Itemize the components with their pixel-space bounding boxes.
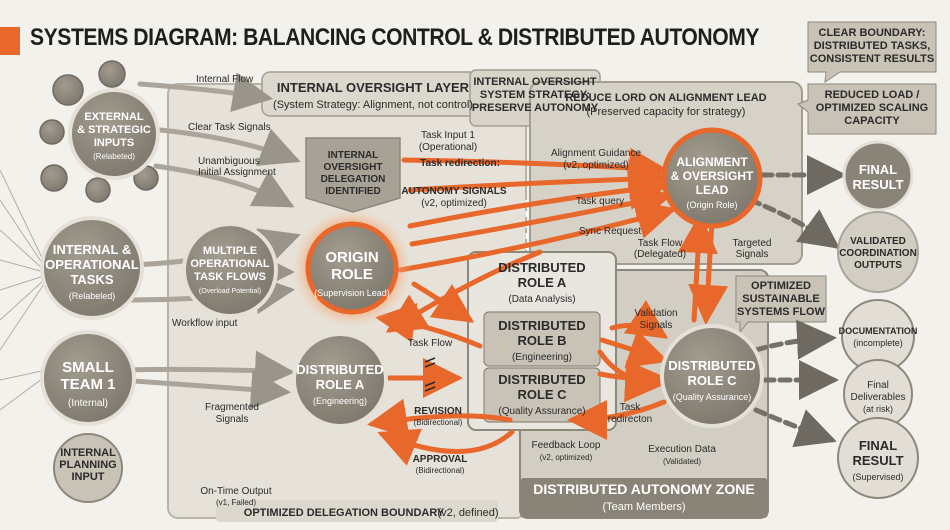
node-shapes bbox=[40, 88, 919, 503]
documentation-label: DOCUMENTATION(incomplete) bbox=[839, 326, 918, 348]
satellite-circles bbox=[39, 60, 159, 203]
flow-approval: APPROVAL(Bidirectional) bbox=[413, 454, 468, 475]
internal-tasks-node bbox=[40, 216, 144, 320]
flow-task-flow: Task Flow bbox=[408, 338, 453, 349]
title-accent-bar bbox=[0, 27, 20, 55]
delegation-boundary-bar bbox=[216, 500, 498, 522]
final-result-top-node bbox=[842, 140, 914, 212]
distributed-role-c-node bbox=[660, 324, 764, 428]
alignment-lead-node bbox=[661, 127, 763, 229]
callouts bbox=[735, 21, 937, 334]
alignment-panel-title: REDUCE LORD ON ALIGNMENT LEAD bbox=[565, 92, 766, 104]
orange-flows bbox=[367, 147, 729, 466]
flow-workflow-input: Workflow input bbox=[172, 318, 238, 329]
page-title: SYSTEMS DIAGRAM: BALANCING CONTROL & DIS… bbox=[30, 24, 759, 52]
flow-revision: REVISION(Bidirectional) bbox=[414, 406, 463, 427]
internal-planning-node bbox=[53, 433, 123, 503]
flow-task-query: Task query bbox=[576, 196, 624, 207]
validated-outputs-node bbox=[837, 211, 919, 293]
small-team-node bbox=[40, 330, 136, 426]
distributed-role-a-node bbox=[292, 332, 388, 428]
flow-autonomy-signals: AUTONOMY SIGNALS(v2, optimized) bbox=[401, 186, 507, 209]
flow-execution-data: Execution Data(Validated) bbox=[648, 444, 716, 466]
flow-sync-request: Sync Request bbox=[579, 226, 641, 237]
delegation-identified-shape bbox=[305, 137, 401, 213]
oversight-layer-title: INTERNAL OVERSIGHT LAYER bbox=[277, 80, 470, 95]
redirection-marks bbox=[424, 357, 436, 392]
autonomy-zone-subtitle: (Team Members) bbox=[602, 501, 685, 513]
multiple-flows-node bbox=[182, 222, 278, 318]
flow-feedback-loop: Feedback Loop(v2, optimized) bbox=[532, 440, 601, 462]
callout-clear-boundary-bg bbox=[807, 21, 937, 84]
flow-task-redirection: Task redirection: bbox=[420, 158, 500, 169]
final-result-bottom-node bbox=[837, 417, 919, 499]
output-flows bbox=[747, 155, 847, 448]
flow-task-input: Task Input 1(Operational) bbox=[419, 130, 477, 153]
flow-task-flow-delegated: Task Flow(Delegated) bbox=[634, 238, 686, 260]
flow-internal-flow: Internal Flow bbox=[196, 74, 254, 85]
autonomy-zone-label-bar bbox=[520, 478, 768, 518]
title-rest: BALANCING CONTROL & DISTRIBUTED AUTONOMY bbox=[243, 24, 759, 51]
autonomy-zone-title: DISTRIBUTED AUTONOMY ZONE bbox=[533, 481, 754, 497]
callout-clear-boundary: CLEAR BOUNDARY:DISTRIBUTED TASKS,CONSIST… bbox=[810, 27, 934, 65]
flow-on-time-output: On-Time Output(v1, Failed) bbox=[200, 486, 272, 507]
flow-clear-task-signals: Clear Task Signals bbox=[188, 122, 271, 133]
delegation-boundary-title: OPTIMIZED DELEGATION BOUNDARY bbox=[244, 507, 445, 519]
external-inputs-node bbox=[68, 88, 160, 180]
labels: INTERNAL OVERSIGHT LAYER (System Strategy… bbox=[45, 27, 934, 519]
origin-role-node bbox=[305, 221, 399, 315]
delegation-boundary-subtitle: (v2, defined) bbox=[437, 507, 498, 519]
callout-optimized-bg bbox=[735, 275, 827, 334]
callout-reduced-load-bg bbox=[797, 83, 937, 135]
alignment-panel-subtitle: (Preserved capacity for strategy) bbox=[587, 106, 746, 118]
oversight-layer-subtitle: (System Strategy: Alignment, not control… bbox=[273, 99, 473, 111]
input-fan-lines bbox=[0, 169, 47, 411]
flow-alignment-guidance: Alignment Guidance(v2, optimized) bbox=[551, 148, 641, 171]
title-bold: SYSTEMS DIAGRAM: bbox=[30, 24, 238, 51]
